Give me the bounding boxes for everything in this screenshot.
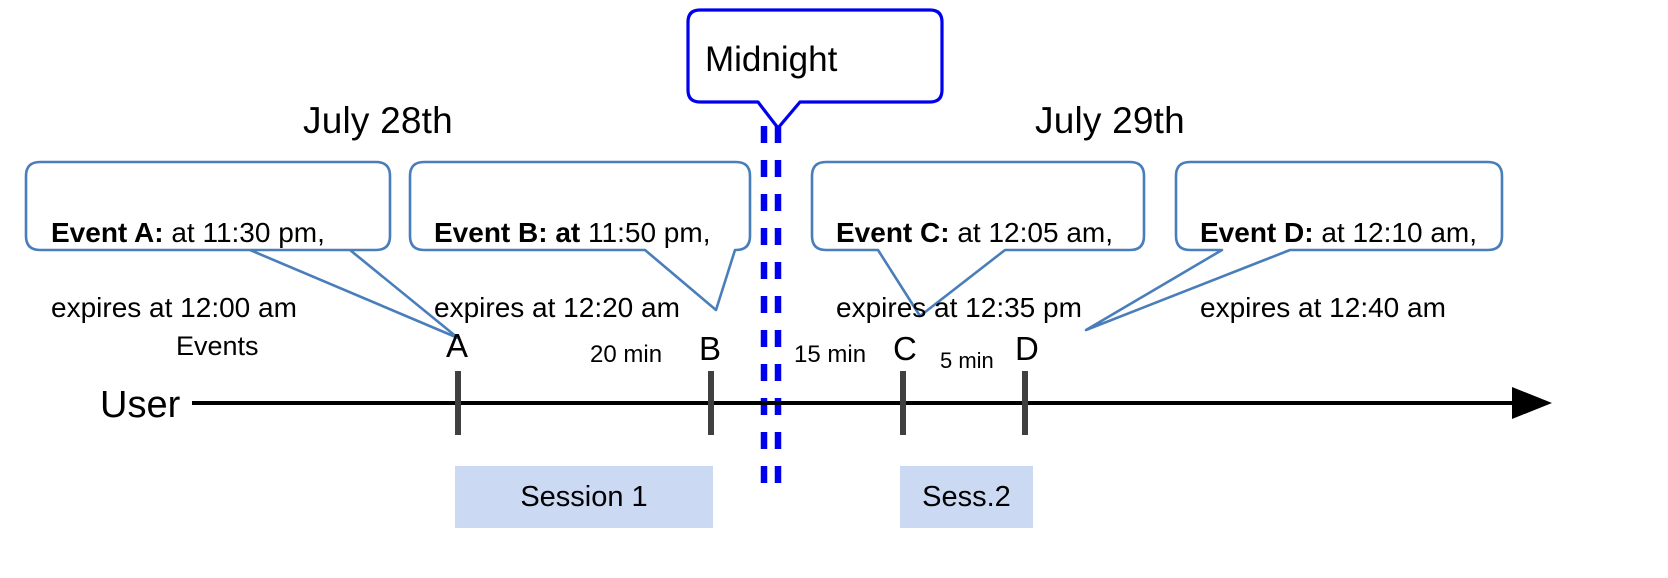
event-b-callout-text: Event B: at 11:50 pm, expires at 12:20 a… xyxy=(434,177,744,326)
events-row-label: Events xyxy=(176,331,259,361)
event-a-expiry-label: expires at 12:00 am xyxy=(51,291,297,323)
gap-label-b-c: 15 min xyxy=(794,341,867,368)
midnight-divider-line xyxy=(760,126,782,497)
event-c-callout-text: Event C: at 12:05 am, expires at 12:35 p… xyxy=(836,177,1141,326)
event-b-bold-label: Event B: at xyxy=(434,217,581,249)
date-heading-july-28: July 28th xyxy=(303,100,453,141)
session-2-label: Sess.2 xyxy=(922,481,1011,513)
event-d-expiry-label: expires at 12:40 am xyxy=(1200,291,1446,323)
tick-label-b: B xyxy=(699,330,722,367)
event-b-expiry-label: expires at 12:20 am xyxy=(434,291,680,323)
user-row-label: User xyxy=(100,384,181,426)
session-2-box: Sess.2 xyxy=(900,466,1033,528)
tick-label-a: A xyxy=(446,327,469,364)
tick-label-c: C xyxy=(893,330,917,367)
event-c-expiry-label: expires at 12:35 pm xyxy=(836,291,1082,323)
session-1-label: Session 1 xyxy=(520,481,648,513)
tick-label-d: D xyxy=(1015,330,1039,367)
event-c-time-label: at 12:05 am, xyxy=(949,217,1114,249)
session-1-box: Session 1 xyxy=(455,466,713,528)
event-a-bold-label: Event A: xyxy=(51,217,164,249)
event-d-bold-label: Event D: xyxy=(1200,217,1314,249)
event-d-time-label: at 12:10 am, xyxy=(1313,217,1478,249)
midnight-label: Midnight xyxy=(705,40,838,79)
event-b-time-label: 11:50 pm, xyxy=(580,217,711,249)
date-heading-july-29: July 29th xyxy=(1035,100,1185,141)
gap-label-c-d: 5 min xyxy=(940,348,994,373)
event-a-callout-text: Event A: at 11:30 pm, expires at 12:00 a… xyxy=(51,177,381,326)
event-a-time-label: at 11:30 pm, xyxy=(163,217,325,249)
event-c-bold-label: Event C: xyxy=(836,217,950,249)
event-d-callout-text: Event D: at 12:10 am, expires at 12:40 a… xyxy=(1200,177,1500,326)
gap-label-a-b: 20 min xyxy=(590,341,663,368)
